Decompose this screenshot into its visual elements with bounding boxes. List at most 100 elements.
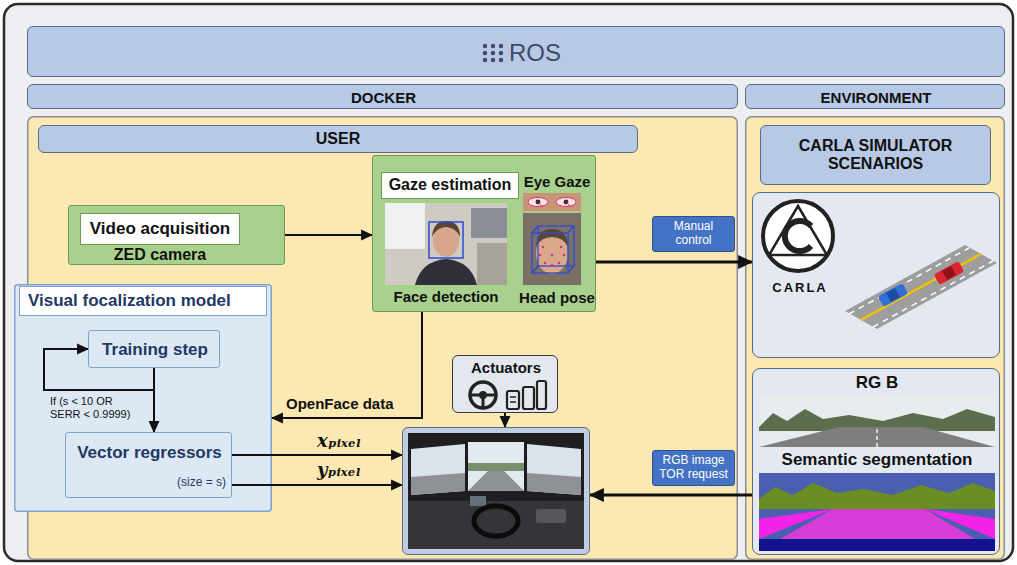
process-box-label: Vector regressors — [66, 438, 233, 468]
art-shape — [411, 473, 465, 495]
art-shape — [556, 198, 576, 207]
art-shape — [482, 395, 485, 408]
connector — [596, 261, 752, 264]
art-shape — [560, 246, 563, 249]
art-shape — [468, 471, 524, 491]
connector — [285, 234, 372, 236]
art-shape — [468, 463, 524, 471]
art-shape — [558, 262, 561, 265]
image-box-label: RG B — [759, 371, 995, 394]
art-shape — [563, 254, 566, 257]
process-box-label: (size = s) — [136, 473, 230, 493]
carla-box: CARLA — [752, 192, 1000, 358]
art-shape — [536, 229, 568, 247]
user-panel-ground — [28, 117, 738, 560]
video-box-label: Video acquisition — [80, 213, 240, 245]
art-shape — [523, 387, 534, 409]
art-shape — [432, 221, 460, 237]
art-shape — [542, 246, 545, 249]
connector — [232, 484, 402, 486]
art-shape — [934, 261, 964, 285]
environment-panel-ground — [746, 117, 1005, 560]
actuator-box-label: Actuators — [453, 358, 559, 378]
actuator-icons — [463, 379, 549, 412]
art-shape — [483, 51, 487, 55]
art-shape — [759, 395, 995, 447]
video-box: Video acquisitionZED camera — [68, 205, 285, 265]
gaze-box-label: Head pose — [517, 288, 597, 308]
art-shape — [759, 509, 833, 539]
connector — [504, 413, 506, 427]
art-shape — [845, 245, 997, 329]
art-shape — [551, 264, 554, 267]
art-shape — [499, 51, 503, 55]
art-shape — [759, 483, 995, 509]
gaze-box: Gaze estimationEye GazeFace detectionHea… — [372, 155, 596, 312]
edge-label: OpenFace data — [286, 394, 414, 414]
art-shape — [551, 254, 554, 257]
art-shape — [491, 58, 495, 62]
ros-band-label: ROS — [28, 27, 1006, 78]
docker-band: DOCKER — [27, 84, 738, 109]
art-shape — [408, 501, 584, 549]
art-shape — [408, 433, 584, 549]
image-box: RG B Semantic segmentation — [752, 368, 1000, 555]
art-shape — [861, 254, 981, 320]
carla-picture — [753, 193, 1001, 359]
art-shape — [429, 222, 463, 258]
art-shape — [477, 243, 507, 285]
actuator-box: Actuators — [452, 355, 558, 413]
art-shape — [759, 427, 995, 447]
art-shape — [538, 226, 574, 266]
art-shape — [886, 288, 900, 302]
docker-band-label: DOCKER — [28, 85, 739, 110]
art-shape — [873, 261, 993, 327]
connector — [232, 454, 402, 456]
art-shape — [876, 429, 878, 447]
art-shape — [759, 509, 995, 551]
art-shape — [491, 44, 495, 48]
gaze-box-label: Eye Gaze — [517, 172, 597, 191]
art-shape — [763, 201, 833, 271]
outer-frame — [4, 4, 1013, 561]
gaze-box-label: Face detection — [377, 287, 515, 307]
art-shape — [510, 401, 516, 403]
ros-icon — [482, 43, 504, 63]
edge-label: Manual control — [652, 216, 735, 252]
art-shape — [568, 226, 574, 233]
image-box-label: Semantic segmentation — [759, 448, 995, 472]
art-shape — [568, 266, 574, 273]
model-panel-ground — [15, 285, 272, 512]
art-shape — [566, 202, 571, 207]
edge-label: xₚᵢₓₑₗ — [296, 430, 382, 453]
connector — [272, 312, 422, 418]
art-shape — [471, 208, 507, 238]
art-shape — [769, 206, 827, 255]
art-shape — [523, 193, 581, 211]
user-panel: USER Video acquisitionZED camera — [27, 116, 738, 560]
art-shape — [934, 261, 964, 285]
simulator-screen — [402, 427, 590, 555]
art-shape — [759, 539, 995, 551]
art-shape — [878, 283, 908, 307]
user-panel-label: USER — [38, 125, 638, 153]
connector — [590, 494, 752, 497]
carla-box-label: CARLA — [757, 278, 843, 298]
art-shape — [538, 202, 543, 207]
art-shape — [544, 262, 547, 265]
art-shape — [523, 213, 581, 285]
art-shape — [527, 444, 581, 495]
art-shape — [507, 391, 519, 409]
art-shape — [385, 203, 425, 249]
process-box: Vector regressors (size = s) — [65, 432, 232, 498]
process-box-label: Training step — [89, 331, 221, 369]
environment-band: ENVIRONMENT — [745, 84, 1005, 109]
art-shape — [468, 442, 524, 491]
art-shape — [527, 473, 581, 495]
art-shape — [523, 213, 581, 285]
art-shape — [499, 58, 503, 62]
art-shape — [925, 509, 995, 539]
video-box-label: ZED camera — [80, 246, 240, 264]
art-shape — [537, 381, 546, 409]
